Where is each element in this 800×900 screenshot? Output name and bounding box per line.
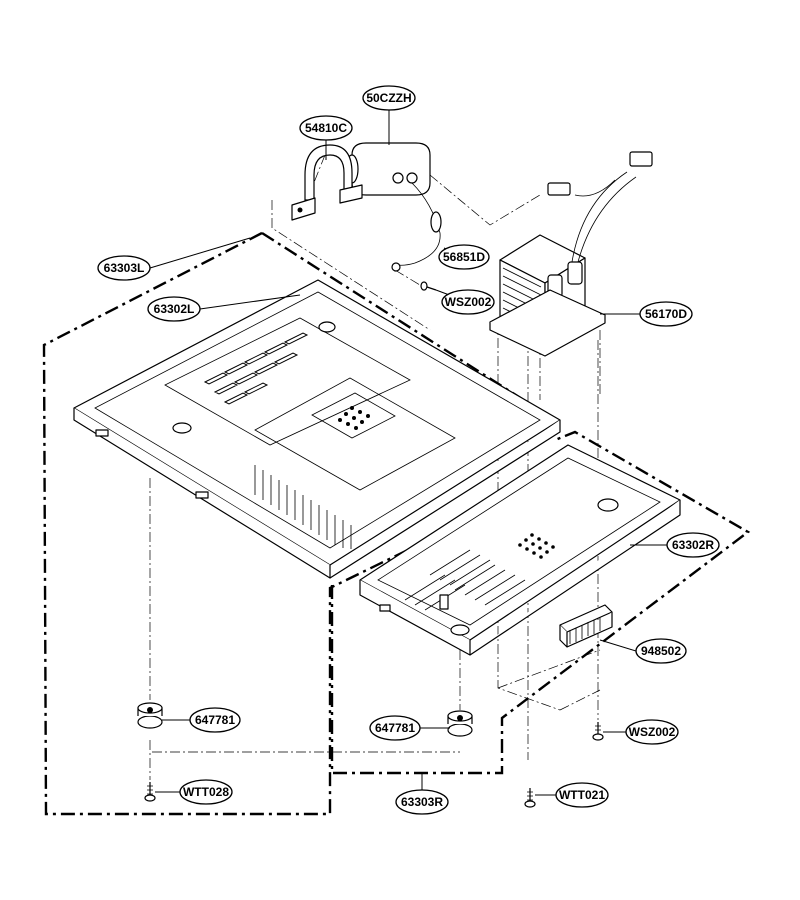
- foot-right: [447, 710, 473, 737]
- capacitor: [345, 142, 442, 272]
- callout-wtt028: WTT028: [179, 779, 233, 805]
- svg-text:63303L: 63303L: [104, 261, 145, 275]
- base-plate-left: [73, 279, 561, 579]
- callout-63303r: 63303R: [395, 789, 449, 815]
- callout-56170d: 56170D: [639, 301, 693, 327]
- transformer: [489, 151, 653, 357]
- callout-56851d: 56851D: [438, 244, 490, 270]
- callout-wsz002-bottom: WSZ002: [625, 719, 679, 745]
- screw-wtt021: [524, 788, 536, 808]
- svg-text:63302R: 63302R: [672, 538, 714, 552]
- callout-wtt021: WTT021: [555, 782, 609, 808]
- svg-text:WTT021: WTT021: [559, 788, 605, 802]
- callout-63302r: 63302R: [666, 532, 720, 558]
- screw-wtt028: [144, 782, 156, 802]
- callout-647781-left: 647781: [189, 707, 241, 733]
- svg-text:63302L: 63302L: [154, 302, 195, 316]
- svg-text:WSZ002: WSZ002: [629, 725, 676, 739]
- outline-63303r: [330, 430, 751, 775]
- dot-pattern-left: [338, 406, 370, 430]
- callout-63303l: 63303L: [97, 255, 151, 281]
- vent-slots-left: [203, 332, 352, 549]
- callout-63302l: 63302L: [147, 296, 201, 322]
- screw-wsz002-right: [592, 722, 604, 741]
- svg-text:647781: 647781: [375, 721, 415, 735]
- callout-wsz002-top: WSZ002: [441, 289, 495, 315]
- callout-647781-right: 647781: [369, 715, 421, 741]
- svg-text:647781: 647781: [195, 713, 235, 727]
- capacitor-bracket: [291, 144, 363, 221]
- dot-pattern-right: [518, 533, 555, 559]
- svg-text:50CZZH: 50CZZH: [366, 91, 411, 105]
- svg-text:63303R: 63303R: [401, 795, 443, 809]
- assembly-lines: [149, 154, 601, 780]
- callout-948502: 948502: [635, 638, 687, 664]
- svg-text:56851D: 56851D: [443, 250, 485, 264]
- callout-50czzh: 50CZZH: [362, 85, 416, 111]
- svg-text:56170D: 56170D: [645, 307, 687, 321]
- foot-left: [137, 702, 163, 729]
- svg-text:948502: 948502: [641, 644, 681, 658]
- svg-text:54810C: 54810C: [305, 121, 347, 135]
- base-plate-right: [359, 444, 681, 656]
- callout-54810c: 54810C: [299, 115, 353, 141]
- svg-text:WSZ002: WSZ002: [445, 295, 492, 309]
- spacer-strip: [559, 604, 613, 648]
- screw-wsz002-top: [420, 281, 437, 291]
- svg-text:WTT028: WTT028: [183, 785, 229, 799]
